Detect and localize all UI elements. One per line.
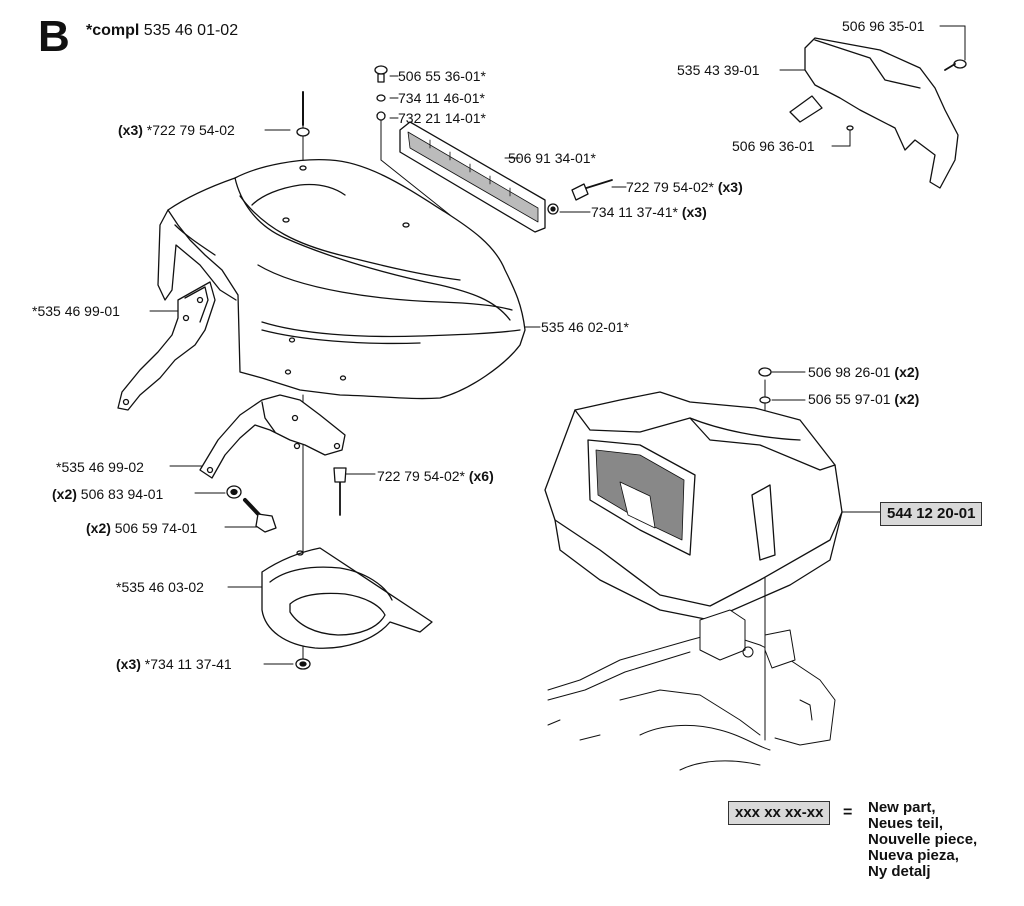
part-label: 734 11 46-01* [398, 90, 485, 106]
legend-text: New part, Neues teil, Nouvelle piece, Nu… [868, 800, 977, 880]
leader-lines [149, 25, 966, 741]
compl-prefix: *compl [86, 22, 140, 39]
chassis-drawing [547, 609, 836, 771]
washer-bolt-drawing [226, 485, 277, 533]
part-label: 732 21 14-01* [398, 110, 486, 126]
bracket-left-drawing [117, 281, 216, 411]
part-label: 506 55 97-01 (x2) [808, 391, 920, 407]
new-part-number: 544 12 20-01 [880, 502, 983, 526]
part-label: *535 46 99-01 [32, 303, 120, 319]
part-label: 506 96 35-01 [842, 18, 925, 34]
rivet-x6-drawing [333, 467, 347, 516]
part-label: (x2) 506 83 94-01 [52, 486, 164, 502]
part-label: 722 79 54-02* (x6) [377, 468, 494, 484]
part-label: 506 91 34-01* [508, 150, 596, 166]
legend-key-box: xxx xx xx-xx [728, 801, 831, 825]
part-label: 506 96 36-01 [732, 138, 815, 154]
legend-equals: = [843, 804, 853, 821]
part-label: (x3) *734 11 37-41 [116, 656, 232, 672]
section-letter: B [38, 12, 70, 61]
part-label: 535 46 02-01* [541, 319, 629, 335]
washer-bottom-hole [299, 661, 307, 667]
legend-line: Neues teil, [868, 815, 944, 832]
deflector-drawing [789, 37, 967, 189]
legend-line: New part, [868, 799, 936, 816]
part-label: (x3) *722 79 54-02 [118, 122, 235, 138]
part-label: 722 79 54-02* (x3) [626, 179, 743, 195]
legend-line: Nueva pieza, [868, 847, 959, 864]
part-label: (x2) 506 59 74-01 [86, 520, 198, 536]
bracket-front-drawing [199, 394, 346, 479]
compl-reference: *compl 535 46 01-02 [86, 22, 238, 40]
rivet-drawing [296, 91, 310, 137]
grille-drawing [399, 121, 546, 233]
hardware-stack-drawing [374, 65, 388, 121]
part-label: *535 46 03-02 [116, 579, 204, 595]
part-label: 734 11 37-41* (x3) [591, 204, 707, 220]
part-label: *535 46 99-02 [56, 459, 144, 475]
legend-line: Ny detalj [868, 863, 931, 880]
hood-drawing [157, 159, 526, 400]
rivet-x3-drawing [547, 179, 613, 215]
cover-assembly-drawing [544, 367, 843, 621]
legend-line: Nouvelle piece, [868, 831, 978, 848]
bowl-drawing [261, 547, 433, 649]
part-label: 506 98 26-01 (x2) [808, 364, 920, 380]
part-label: 506 55 36-01* [398, 68, 486, 84]
part-label: 535 43 39-01 [677, 62, 760, 78]
compl-number: 535 46 01-02 [143, 22, 239, 39]
